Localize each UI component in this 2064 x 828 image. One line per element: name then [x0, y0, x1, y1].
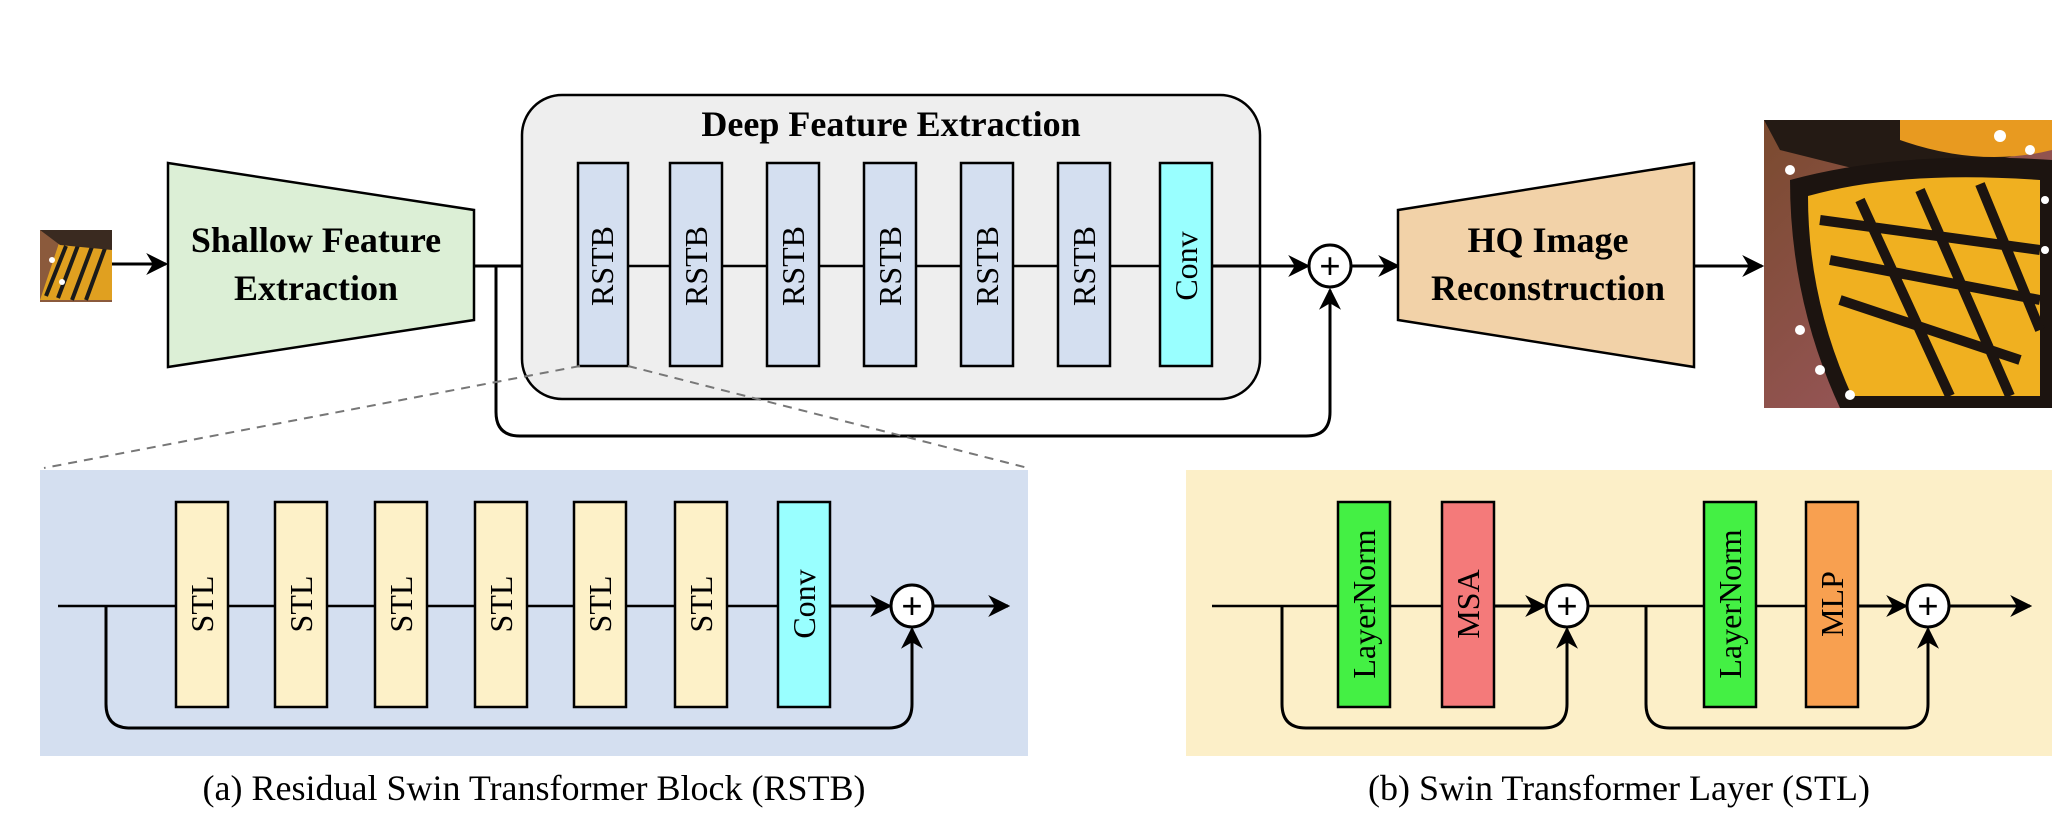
- svg-text:RSTB: RSTB: [872, 226, 908, 306]
- svg-text:RSTB: RSTB: [678, 226, 714, 306]
- input-lq-image: [40, 230, 112, 302]
- svg-text:+: +: [1319, 246, 1341, 288]
- shallow-label-line2: Extraction: [234, 268, 398, 308]
- sum-node-panel-b-1: +: [1544, 583, 1590, 629]
- svg-text:Conv: Conv: [1168, 231, 1204, 300]
- stl-block-6: STL: [673, 500, 729, 709]
- svg-text:+: +: [1917, 586, 1939, 628]
- zoom-guide-right: [627, 365, 1029, 469]
- rstb-block-2: RSTB: [668, 161, 724, 368]
- msa-block: MSA: [1440, 500, 1496, 709]
- svg-text:RSTB: RSTB: [775, 226, 811, 306]
- zoom-guide-left: [43, 365, 581, 469]
- layernorm-block-2: LayerNorm: [1702, 500, 1758, 709]
- shallow-feature-extraction-block: [166, 161, 476, 369]
- panel-b-skip-connection-2: [1644, 606, 1939, 730]
- svg-text:RSTB: RSTB: [584, 226, 620, 306]
- sum-node-panel-a: +: [889, 583, 935, 629]
- svg-text:LayerNorm: LayerNorm: [1346, 529, 1382, 678]
- stl-block-5: STL: [572, 500, 628, 709]
- stl-block-2: STL: [273, 500, 329, 709]
- svg-text:STL: STL: [383, 576, 419, 633]
- svg-text:STL: STL: [582, 576, 618, 633]
- svg-text:MSA: MSA: [1450, 569, 1486, 638]
- deep-feature-title: Deep Feature Extraction: [701, 104, 1080, 144]
- rstb-block-3: RSTB: [765, 161, 821, 368]
- conv-block-panel-a: Conv: [776, 500, 832, 709]
- long-skip-connection: [494, 266, 1341, 438]
- panel-b-skip-connection-1: [1280, 606, 1578, 730]
- rstb-block-4: RSTB: [862, 161, 918, 368]
- svg-text:LayerNorm: LayerNorm: [1712, 529, 1748, 678]
- svg-text:RSTB: RSTB: [1066, 226, 1102, 306]
- layernorm-block-1: LayerNorm: [1336, 500, 1392, 709]
- hq-image-reconstruction-block: [1396, 161, 1696, 369]
- svg-text:RSTB: RSTB: [969, 226, 1005, 306]
- svg-text:MLP: MLP: [1814, 571, 1850, 637]
- svg-text:STL: STL: [184, 576, 220, 633]
- sum-node-panel-b-2: +: [1905, 583, 1951, 629]
- svg-text:STL: STL: [483, 576, 519, 633]
- hq-label-line1: HQ Image: [1468, 220, 1629, 260]
- panel-a-skip-connection: [104, 606, 923, 730]
- stl-block-4: STL: [473, 500, 529, 709]
- rstb-block-1: RSTB: [576, 161, 630, 368]
- rstb-block-6: RSTB: [1056, 161, 1112, 368]
- shallow-label-line1: Shallow Feature: [191, 220, 441, 260]
- caption-panel-a: (a) Residual Swin Transformer Block (RST…: [203, 768, 866, 808]
- caption-panel-b: (b) Swin Transformer Layer (STL): [1368, 768, 1870, 808]
- rstb-block-5: RSTB: [959, 161, 1015, 368]
- stl-block-1: STL: [174, 500, 230, 709]
- svg-text:+: +: [901, 586, 923, 628]
- mlp-block: MLP: [1804, 500, 1860, 709]
- svg-text:Conv: Conv: [786, 569, 822, 638]
- conv-block-top: Conv: [1158, 161, 1214, 368]
- output-hq-image: [1764, 120, 2052, 408]
- hq-label-line2: Reconstruction: [1431, 268, 1665, 308]
- svg-text:STL: STL: [683, 576, 719, 633]
- sum-node-top: +: [1307, 243, 1353, 289]
- svg-text:+: +: [1556, 586, 1578, 628]
- svg-text:STL: STL: [283, 576, 319, 633]
- stl-block-3: STL: [373, 500, 429, 709]
